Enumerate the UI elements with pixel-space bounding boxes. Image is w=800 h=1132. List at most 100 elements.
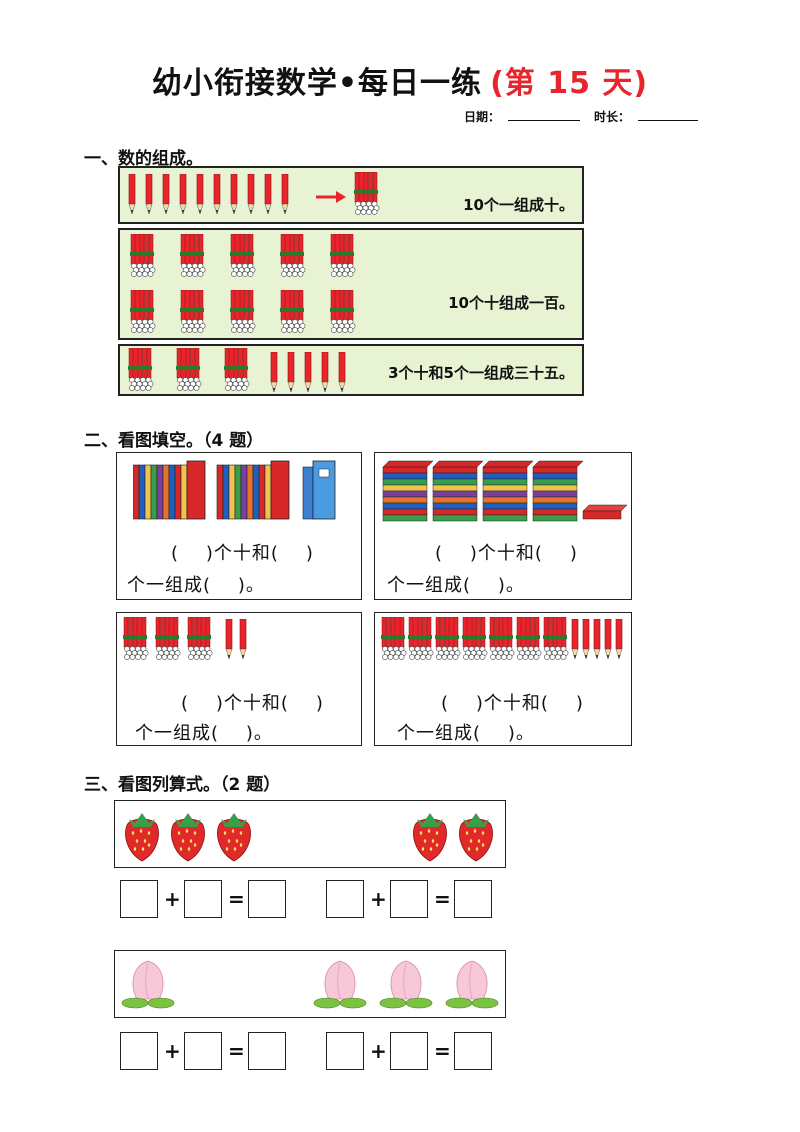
pencil-icon [230, 173, 238, 215]
ex3-line1[interactable]: ( )个十和( ) [181, 693, 324, 714]
pencil-bundle-icon [228, 233, 256, 278]
ex1-line1[interactable]: ( )个十和( ) [171, 543, 314, 564]
row3-caption: 3个十和5个一组成三十五。 [388, 364, 574, 382]
pencil-icon [604, 618, 612, 660]
exercise-books-1: ( )个十和( ) 个一组成( )。 [116, 452, 362, 600]
books-icon [133, 460, 336, 520]
title-text: 幼小衔接数学•每日一练 [151, 66, 483, 101]
pencil-icon [270, 351, 278, 393]
pencil-bundle-icon [460, 616, 488, 661]
pencil-bundle-icon [328, 289, 356, 334]
answer-box[interactable] [390, 880, 428, 918]
row2-caption: 10个十组成一百。 [448, 294, 574, 312]
equation-row-1b: + = [326, 880, 492, 918]
plus-sign: + [370, 1039, 387, 1063]
pencil-bundle-icon [328, 233, 356, 278]
pencil-bundle-icon [379, 616, 407, 661]
composition-row-3: 3个十和5个一组成三十五。 [118, 344, 584, 396]
pencil-bundle-icon [222, 347, 250, 392]
pencil-bundle-icon [126, 347, 154, 392]
pencil-bundle-icon [178, 233, 206, 278]
pencil-bundle-icon [406, 616, 434, 661]
pencil-bundle-icon [541, 616, 569, 661]
date-field[interactable] [507, 109, 580, 121]
pencil-icon [239, 618, 247, 660]
pencil-icon [196, 173, 204, 215]
pencil-icon [571, 618, 579, 660]
composition-row-2: 10个十组成一百。 [118, 228, 584, 340]
ex2-line2[interactable]: 个一组成( )。 [387, 575, 525, 596]
answer-box[interactable] [390, 1032, 428, 1070]
pencil-bundle-icon [514, 616, 542, 661]
pencil-icon [264, 173, 272, 215]
pencil-icon [128, 173, 136, 215]
ex4-line2[interactable]: 个一组成( )。 [397, 723, 535, 744]
answer-box[interactable] [454, 880, 492, 918]
pencil-icon [162, 173, 170, 215]
ex1-line2[interactable]: 个一组成( )。 [127, 575, 265, 596]
exercise-pencils-1: ( )个十和( ) 个一组成( )。 [116, 612, 362, 746]
pencil-bundle-icon [128, 289, 156, 334]
pencil-bundle-icon [174, 347, 202, 392]
pencil-bundle-icon [487, 616, 515, 661]
answer-box[interactable] [248, 1032, 286, 1070]
pencil-bundle-icon [278, 233, 306, 278]
duration-field[interactable] [638, 109, 698, 121]
peach-icon [119, 955, 177, 1013]
pencil-bundle-icon [153, 616, 181, 661]
worksheet-title: 幼小衔接数学•每日一练(第 15 天) [0, 58, 800, 102]
answer-box[interactable] [184, 1032, 222, 1070]
exercise-pencils-2: ( )个十和( ) 个一组成( )。 [374, 612, 632, 746]
pencil-bundle-icon [352, 171, 380, 216]
peach-panel [114, 950, 506, 1018]
pencil-icon [213, 173, 221, 215]
answer-box[interactable] [248, 880, 286, 918]
plus-sign: + [164, 1039, 181, 1063]
pencil-icon [304, 351, 312, 393]
composition-row-1: 10个一组成十。 [118, 166, 584, 224]
answer-box[interactable] [326, 880, 364, 918]
pencil-bundle-icon [433, 616, 461, 661]
date-label: 日期： [463, 110, 500, 124]
strawberry-icon [409, 809, 451, 863]
section2-title: 二、看图填空。（4 题） [84, 431, 264, 451]
ex2-line1[interactable]: ( )个十和( ) [435, 543, 578, 564]
equals-sign: = [434, 887, 451, 911]
ex3-line2[interactable]: 个一组成( )。 [135, 723, 273, 744]
pencil-bundle-icon [128, 233, 156, 278]
duration-label: 时长： [593, 110, 630, 124]
arrow-right-icon [316, 191, 346, 203]
pencil-icon [179, 173, 187, 215]
answer-box[interactable] [454, 1032, 492, 1070]
section3-title: 三、看图列算式。（2 题） [84, 775, 281, 795]
strawberry-icon [121, 809, 163, 863]
pencil-icon [225, 618, 233, 660]
pencil-icon [582, 618, 590, 660]
answer-box[interactable] [326, 1032, 364, 1070]
pencil-icon [593, 618, 601, 660]
pencil-bundle-icon [121, 616, 149, 661]
pencil-icon [281, 173, 289, 215]
section1-title: 一、数的组成。 [84, 149, 203, 169]
pencil-icon [287, 351, 295, 393]
book-stacks-icon [382, 460, 628, 522]
equals-sign: = [228, 887, 245, 911]
answer-box[interactable] [120, 1032, 158, 1070]
plus-sign: + [164, 887, 181, 911]
answer-box[interactable] [184, 880, 222, 918]
pencil-bundle-icon [185, 616, 213, 661]
equals-sign: = [434, 1039, 451, 1063]
day-label: (第 15 天) [490, 66, 649, 101]
strawberry-panel [114, 800, 506, 868]
peach-icon [377, 955, 435, 1013]
strawberry-icon [167, 809, 209, 863]
peach-icon [443, 955, 501, 1013]
peach-icon [311, 955, 369, 1013]
equals-sign: = [228, 1039, 245, 1063]
meta-row: 日期： 时长： [464, 108, 698, 125]
strawberry-icon [213, 809, 255, 863]
pencil-icon [615, 618, 623, 660]
pencil-bundle-icon [228, 289, 256, 334]
ex4-line1[interactable]: ( )个十和( ) [441, 693, 584, 714]
answer-box[interactable] [120, 880, 158, 918]
